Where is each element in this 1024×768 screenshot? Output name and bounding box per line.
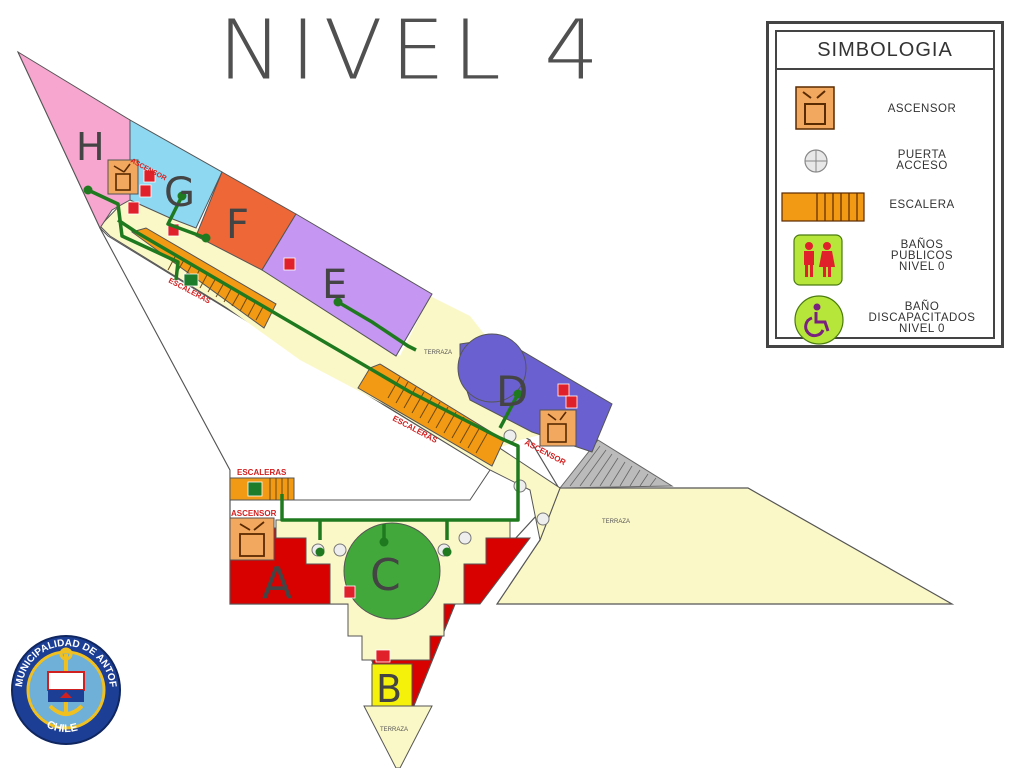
label-terraza-middle: TERRAZA: [424, 350, 452, 356]
legend-label-restroom-3: NIVEL 0: [899, 261, 945, 273]
legend-item-access-door: PUERTA ACCESO: [777, 144, 993, 182]
legend-item-accessible-restroom: BAÑO DISCAPACITADOS NIVEL 0: [777, 294, 993, 348]
legend-label-door-2: ACCESO: [896, 160, 948, 172]
zone-letter-b: B: [376, 667, 402, 711]
legend-label-door-1: PUERTA: [897, 149, 947, 161]
extinguisher-icons: [127, 169, 578, 663]
stairs-icon: [781, 192, 865, 222]
public-restroom-icon: [793, 234, 843, 286]
exit-sign-icons: [183, 273, 263, 497]
route-dots: [83, 185, 523, 557]
zone-letter-g: G: [164, 170, 195, 216]
elevator-icon: [795, 86, 835, 130]
legend-item-stairs: ESCALERA: [777, 188, 993, 228]
legend-label-accessible-3: NIVEL 0: [899, 323, 945, 335]
legend-label-accessible-2: DISCAPACITADOS: [868, 312, 976, 324]
zone-c-area: [343, 522, 441, 620]
corridor-upper: [108, 200, 560, 455]
zone-letter-c: C: [370, 550, 401, 601]
legend-label-elevator: ASCENSOR: [887, 103, 957, 115]
legend-panel: SIMBOLOGIA ASCENSOR PUERTA ACCESO: [766, 21, 1004, 348]
label-terraza-bottom: TERRAZA: [380, 727, 408, 733]
legend-label-accessible-1: BAÑO: [904, 301, 940, 313]
page-title: NIVEL 4: [218, 3, 607, 99]
access-door-icon: [804, 149, 828, 173]
label-terraza-right: TERRAZA: [602, 519, 630, 525]
zone-letter-d: D: [496, 367, 528, 416]
stairs-upper-left: [130, 227, 277, 329]
terrace-bottom-area: [363, 705, 433, 768]
zone-letter-e: E: [322, 262, 347, 308]
legend-label-restroom-2: PUBLICOS: [890, 250, 954, 262]
legend-label-stairs: ESCALERA: [889, 199, 955, 211]
accessible-restroom-icon: [794, 295, 844, 345]
legend-item-elevator: ASCENSOR: [777, 74, 993, 144]
label-ascensor-left: ASCENSOR: [231, 509, 277, 518]
elevator-right: [539, 409, 577, 447]
legend-title: SIMBOLOGIA: [777, 32, 993, 70]
zone-letter-a: A: [262, 558, 292, 609]
legend-item-public-restroom: BAÑOS PUBLICOS NIVEL 0: [777, 232, 993, 290]
route-path: [87, 188, 520, 542]
zone-letter-h: H: [76, 125, 105, 169]
zone-b-area: [371, 663, 413, 707]
legend-label-restroom-1: BAÑOS: [900, 239, 944, 251]
terrace-right-area: [495, 487, 955, 605]
zone-letter-f: F: [226, 202, 249, 248]
stairs-middle: [357, 363, 505, 467]
label-escaleras-bottom: ESCALERAS: [237, 468, 287, 477]
elevator-top: [107, 159, 139, 195]
zone-e-area: [261, 213, 433, 357]
ramp-hatch: [558, 439, 674, 489]
elevator-left: [229, 517, 275, 561]
zone-h-area: [16, 50, 131, 230]
